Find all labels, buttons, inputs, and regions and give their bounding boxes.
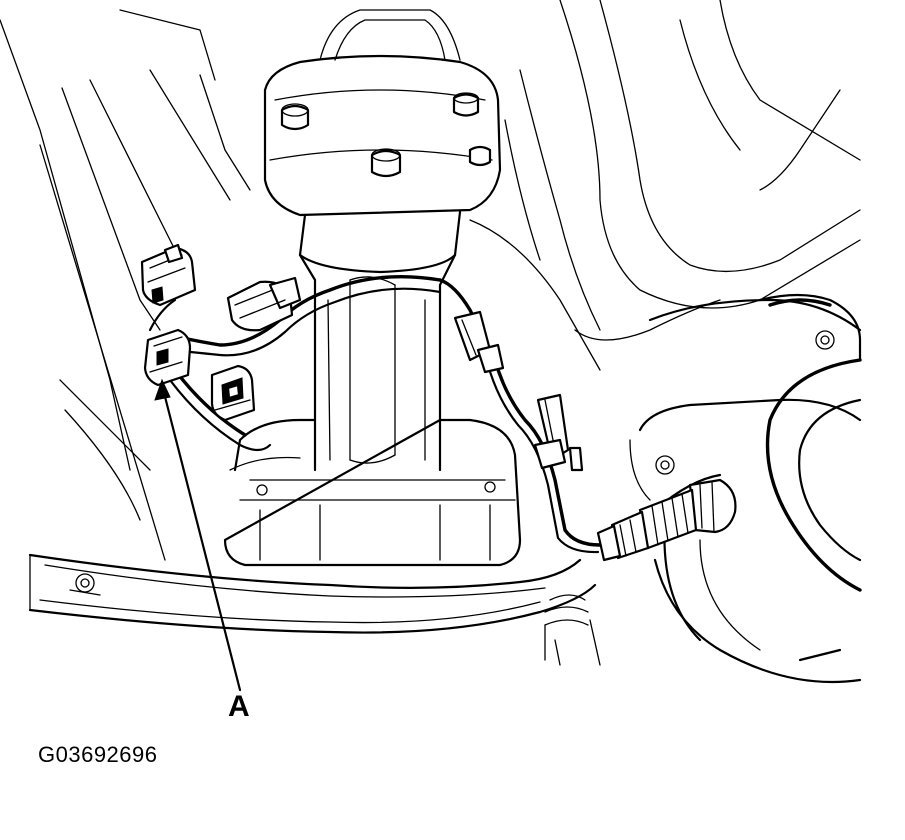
housing-bolt xyxy=(280,103,310,131)
left-body-panel xyxy=(0,9,251,561)
housing-bolt xyxy=(370,148,402,178)
differential-housing xyxy=(263,9,502,217)
upper-connector xyxy=(140,243,197,307)
housing-bolt xyxy=(452,92,480,117)
callout-arrow xyxy=(154,378,242,692)
lower-connector xyxy=(210,364,256,422)
figure-id: G03692696 xyxy=(38,742,158,767)
oxygen-sensor xyxy=(596,478,737,562)
exhaust-pipe xyxy=(653,358,862,684)
propeller-shaft xyxy=(298,210,462,472)
callout-label-a: A xyxy=(228,690,250,723)
mounting-bracket xyxy=(629,293,862,501)
right-body-panel xyxy=(469,0,861,371)
connector-a xyxy=(143,328,192,387)
housing-bolt xyxy=(468,145,492,167)
center-connector xyxy=(226,276,302,332)
crossmember xyxy=(28,553,597,634)
transmission-case xyxy=(223,418,522,567)
lower-parts xyxy=(544,594,601,666)
sensor-wire-harness xyxy=(438,278,602,554)
